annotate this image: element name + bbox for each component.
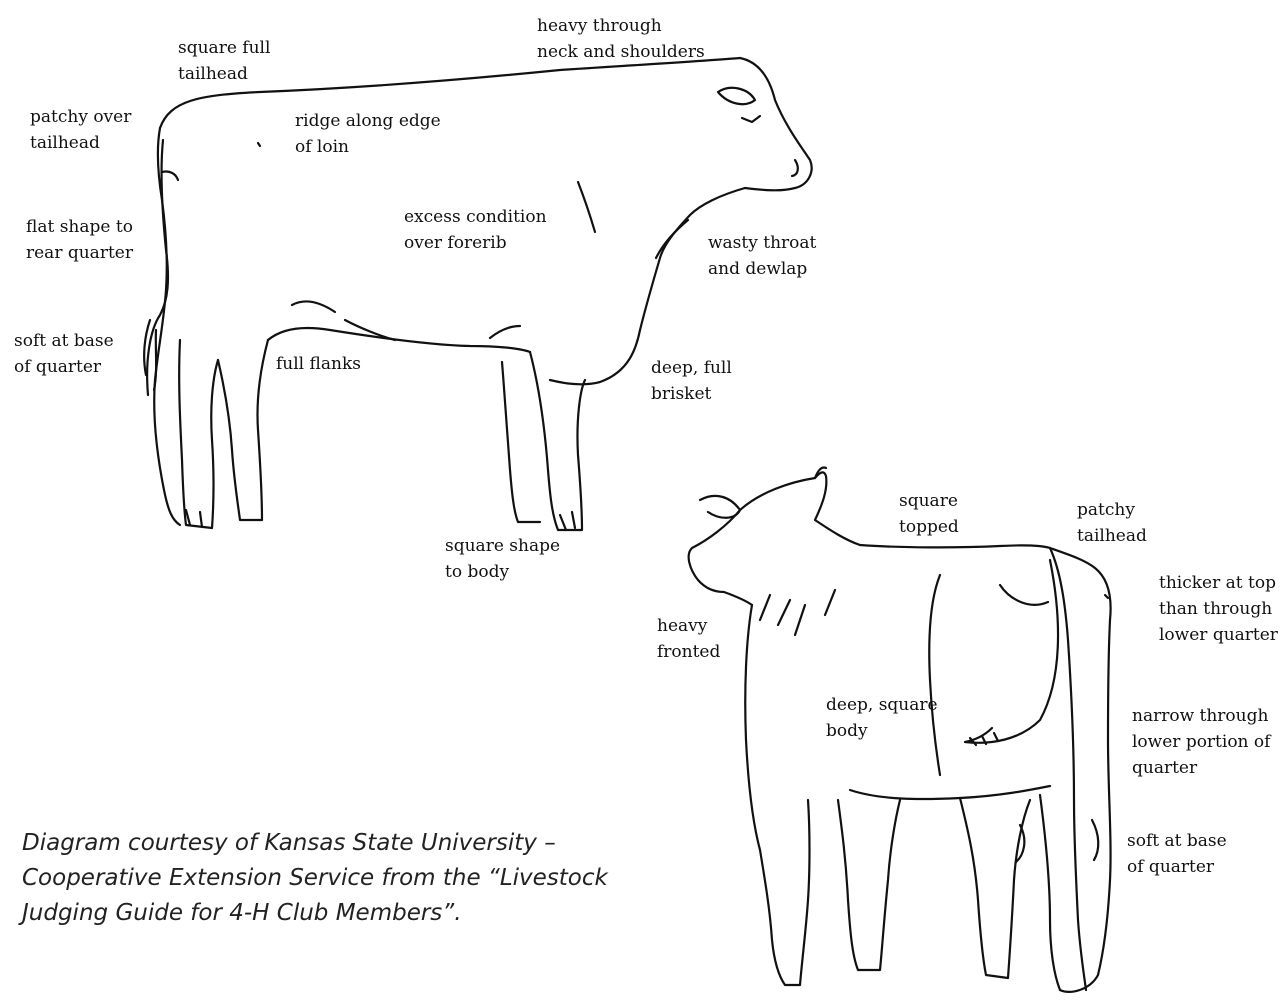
side-hind-leg-inner xyxy=(218,340,268,520)
side-flank-fold xyxy=(292,301,335,312)
side-rear-line xyxy=(154,128,180,525)
rear-face xyxy=(689,510,752,605)
side-hip-mark xyxy=(258,143,260,146)
rear-brisket-marks xyxy=(760,590,835,635)
label-square-shape-body: square shape to body xyxy=(445,533,560,585)
label-side-soft-at-base: soft at base of quarter xyxy=(14,328,114,380)
side-shoulder-line xyxy=(578,182,595,232)
rear-front-leg-right xyxy=(838,800,900,970)
side-nostril xyxy=(792,160,798,176)
rear-barrel-outline xyxy=(929,575,940,775)
label-flat-shape-rear: flat shape to rear quarter xyxy=(26,214,133,266)
label-rear-soft-at-base: soft at base of quarter xyxy=(1127,828,1227,880)
label-square-full-tailhead: square full tailhead xyxy=(178,35,270,87)
side-front-leg-inner xyxy=(502,362,540,522)
label-patchy-tailhead: patchy tailhead xyxy=(1077,497,1147,549)
label-full-flanks: full flanks xyxy=(276,351,361,377)
rear-hind-leg-right xyxy=(1040,795,1060,990)
side-belly xyxy=(268,328,530,352)
label-thicker-at-top: thicker at top than through lower quarte… xyxy=(1159,570,1278,648)
rear-hock-mark-2 xyxy=(1092,820,1098,860)
label-deep-square-body: deep, square body xyxy=(826,692,938,744)
label-heavy-neck-shoulders: heavy through neck and shoulders xyxy=(537,13,705,65)
label-square-topped: square topped xyxy=(899,488,959,540)
label-patchy-over-tailhead: patchy over tailhead xyxy=(30,104,131,156)
rear-belly xyxy=(850,786,1050,799)
label-heavy-fronted: heavy fronted xyxy=(657,613,720,665)
rear-quarter-inner xyxy=(1050,548,1086,990)
side-tail-brush xyxy=(144,320,156,390)
label-wasty-throat: wasty throat and dewlap xyxy=(708,230,816,282)
rear-rib-curve xyxy=(1000,585,1048,605)
rear-tail xyxy=(965,560,1058,743)
label-narrow-lower-portion: narrow through lower portion of quarter xyxy=(1132,703,1270,781)
side-patch-mark xyxy=(162,171,178,180)
side-hind-leg-outer xyxy=(179,340,218,528)
side-view-steer xyxy=(144,58,811,530)
rear-topline xyxy=(860,545,1050,548)
diagram-caption: Diagram courtesy of Kansas State Univers… xyxy=(22,826,662,931)
rear-head xyxy=(700,472,860,545)
rear-tailhead-mark xyxy=(1105,595,1108,598)
label-deep-full-brisket: deep, full brisket xyxy=(651,355,732,407)
side-ear xyxy=(718,88,755,104)
side-elbow xyxy=(490,326,520,338)
side-dewlap-mark xyxy=(656,220,688,258)
side-front-leg-outer xyxy=(530,352,585,530)
rear-rump xyxy=(1050,548,1111,992)
label-excess-condition: excess condition over forerib xyxy=(404,204,547,256)
rear-front-leg-left xyxy=(760,800,810,985)
side-hoof-2 xyxy=(560,512,575,530)
label-ridge-along-loin: ridge along edge of loin xyxy=(295,108,441,160)
side-head xyxy=(740,58,812,190)
side-eye xyxy=(742,116,760,122)
rear-chest xyxy=(745,605,760,850)
